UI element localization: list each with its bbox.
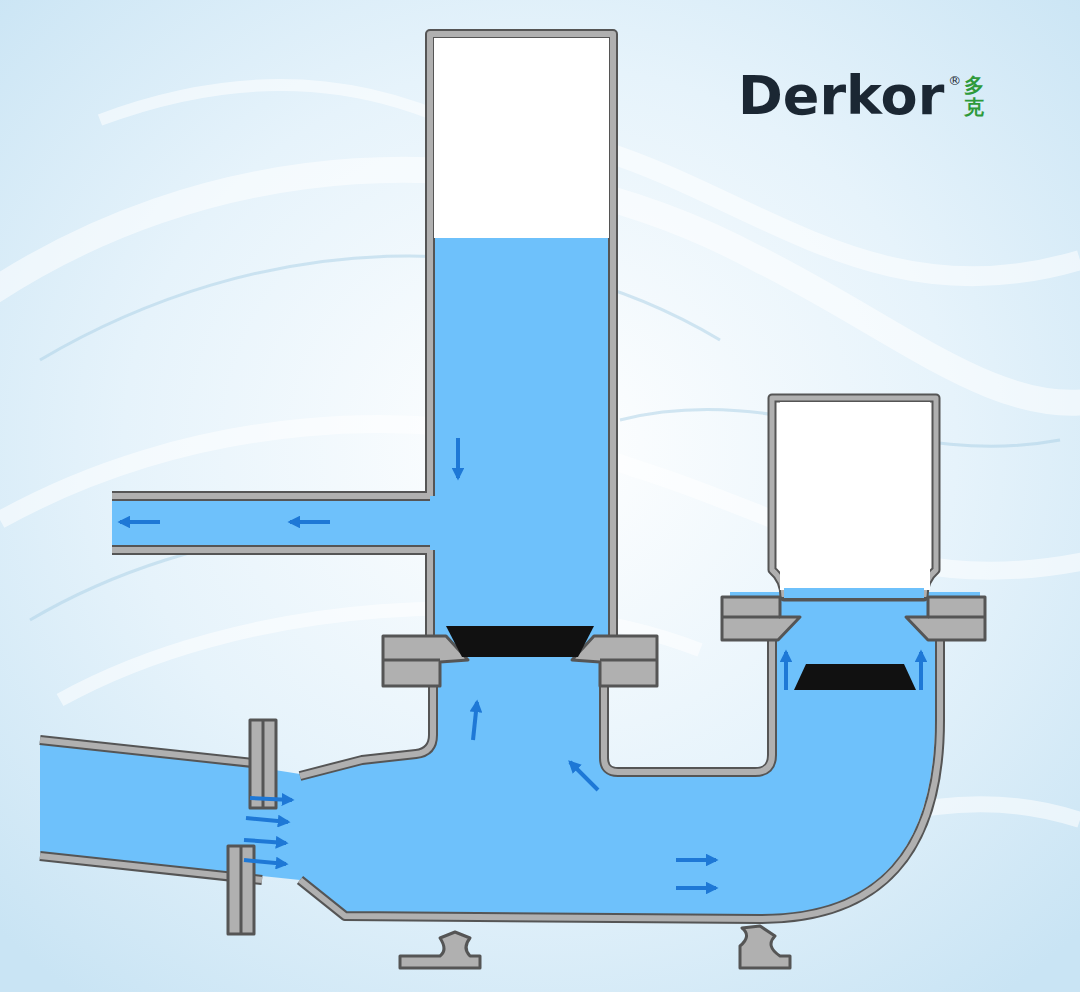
pump-casing: [40, 34, 940, 919]
registered-mark: ®: [948, 74, 961, 88]
valve-cap: [772, 398, 936, 597]
valve-flange: [228, 597, 985, 968]
valve-disc: [446, 626, 594, 657]
brand-logo-box: Derkor: [738, 66, 944, 125]
brand-chinese-box: 多克: [964, 74, 984, 118]
brand-chinese: 多克: [964, 74, 984, 118]
flow-arrow: [120, 438, 921, 888]
water: [40, 238, 980, 915]
registered-mark-box: ®: [948, 74, 961, 88]
brand-logo: Derkor: [738, 66, 944, 125]
valve-disc: [794, 664, 916, 690]
